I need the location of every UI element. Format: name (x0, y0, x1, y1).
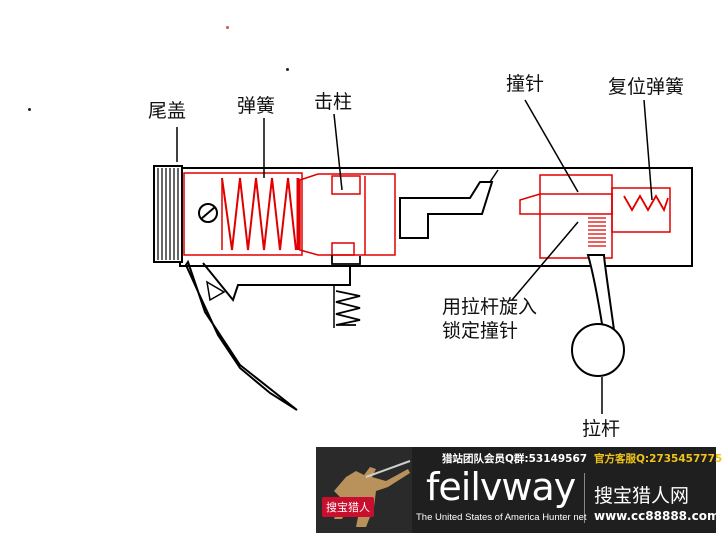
lock-threads (588, 217, 606, 247)
bolt-channel (399, 181, 494, 239)
return-spring (623, 194, 669, 213)
hunter-logo (316, 447, 412, 533)
banner-brand: feilvway (426, 465, 576, 509)
banner-logo-text: 搜宝猎人 (322, 497, 374, 517)
banner-service-qq: 官方客服Q:2735457775 (594, 453, 722, 465)
spring-housing (183, 172, 303, 256)
striker (299, 173, 396, 256)
end-cap-knurling (157, 168, 179, 260)
watermark-banner: 搜宝猎人 猎站团队会员Q群:53149567 官方客服Q:2735457775 … (316, 447, 722, 533)
end-cap (153, 165, 183, 263)
sear-lever (202, 262, 351, 303)
bolt-handle-knob (571, 323, 625, 377)
label-firing-pin: 撞针 (506, 73, 545, 95)
label-end-cap: 尾盖 (148, 100, 187, 122)
stray-mark (28, 108, 31, 111)
banner-qq-group: 猎站团队会员Q群:53149567 (442, 453, 588, 465)
firing-pin (519, 193, 613, 215)
trigger (184, 259, 298, 411)
banner-site-name: 搜宝猎人网 (594, 485, 690, 507)
stray-mark (226, 26, 229, 29)
stray-mark (286, 68, 289, 71)
leader-lines (176, 99, 653, 414)
sear-spring (335, 290, 361, 326)
main-spring (221, 177, 297, 251)
label-lock-note-line2: 锁定撞针 (442, 320, 519, 342)
label-bolt-handle: 拉杆 (582, 418, 621, 440)
label-return-spring: 复位弹簧 (608, 76, 685, 98)
banner-url[interactable]: www.cc88888.com (594, 509, 720, 523)
sear-triangle (205, 280, 226, 302)
banner-tagline: The United States of America Hunter net (416, 512, 587, 523)
label-lock-note-line1: 用拉杆旋入 (442, 296, 538, 318)
label-spring: 弹簧 (237, 95, 276, 117)
label-striker: 击柱 (314, 91, 353, 113)
banner-separator (584, 473, 585, 523)
